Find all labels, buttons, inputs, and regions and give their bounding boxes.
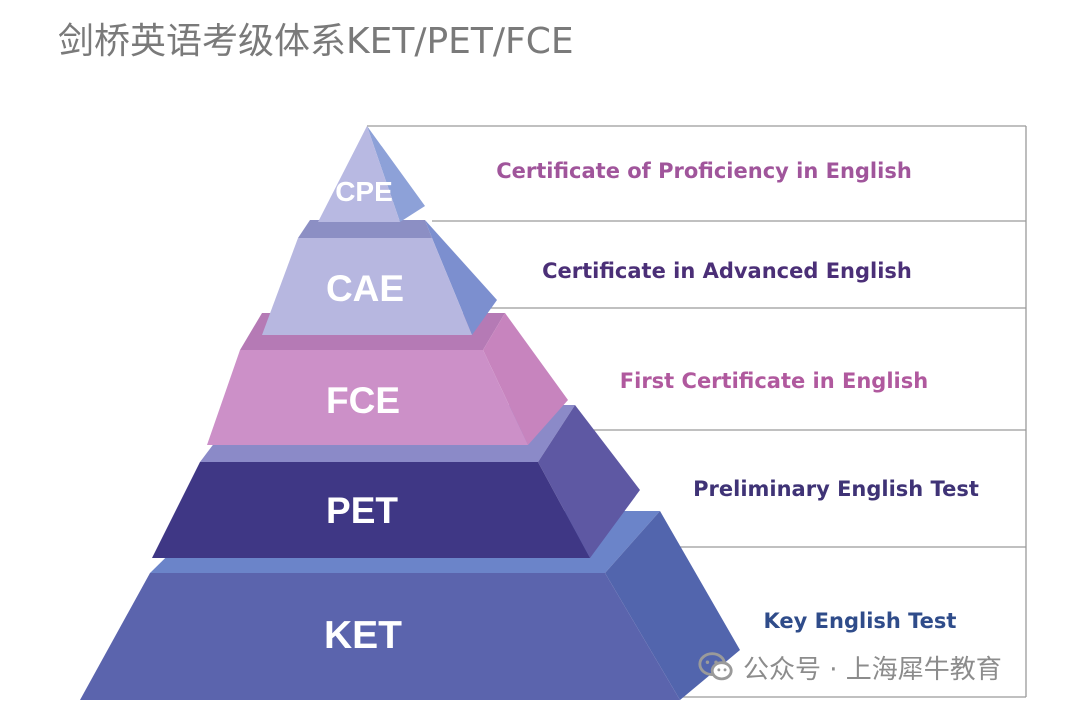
level-label-cae: CAE <box>326 268 404 309</box>
level-label-cpe: CPE <box>335 176 393 207</box>
level-label-fce: FCE <box>326 380 400 421</box>
pyramid-tier-cpe: CPE <box>318 126 425 222</box>
level-table <box>367 125 1027 698</box>
level-description-cae: Certificate in Advanced English <box>542 259 912 283</box>
level-description-cpe: Certificate of Proficiency in English <box>496 159 912 183</box>
level-label-ket: KET <box>324 614 402 657</box>
level-description-pet: Preliminary English Test <box>693 477 979 501</box>
pyramid-tier-cae: CAE <box>262 220 497 335</box>
watermark-text: 公众号 · 上海犀牛教育 <box>743 654 1002 685</box>
watermark: 公众号 · 上海犀牛教育 <box>697 648 1002 686</box>
level-description-fce: First Certificate in English <box>620 369 928 393</box>
level-label-pet: PET <box>326 490 398 531</box>
page-title: 剑桥英语考级体系KET/PET/FCE <box>58 21 574 62</box>
level-description-ket: Key English Test <box>764 609 957 633</box>
wechat-icon <box>698 652 733 681</box>
